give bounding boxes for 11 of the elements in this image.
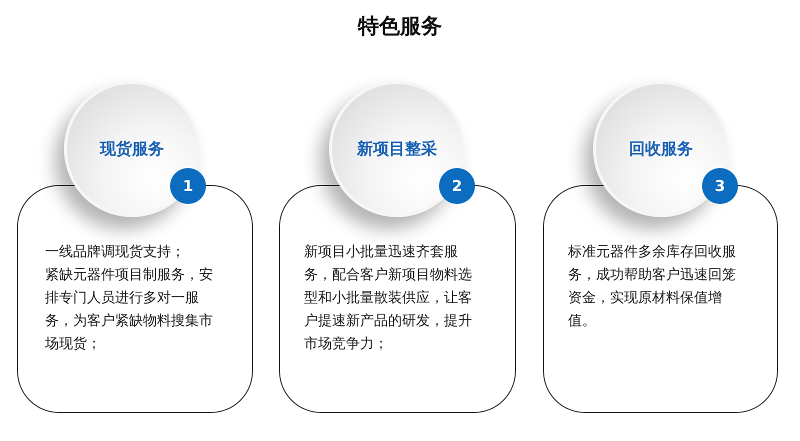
description-text: 标准元器件多余库存回收服务，成功帮助客户迅速回笼资金，实现原材料保值增值。 bbox=[568, 243, 737, 331]
step-number: 3 bbox=[714, 177, 726, 195]
step-number: 2 bbox=[452, 177, 462, 195]
step-number: 1 bbox=[182, 177, 194, 195]
service-heading: 现货服务 bbox=[100, 138, 164, 160]
page-title: 特色服务 bbox=[358, 13, 442, 40]
description-text: 紧缺元器件项目制服务，安排专门人员进行多对一服务，为客户紧缺物料搜集市场现货； bbox=[45, 266, 214, 354]
description-text: 新项目小批量迅速齐套服务，配合客户新项目物料选型和小批量散装供应，让客户提速新产品的研发，提升市场竞争力； bbox=[304, 243, 473, 354]
service-heading: 新项目整采 bbox=[357, 138, 437, 160]
description-text: 一线品牌调现货支持； bbox=[45, 243, 186, 262]
service-heading: 回收服务 bbox=[629, 138, 693, 160]
